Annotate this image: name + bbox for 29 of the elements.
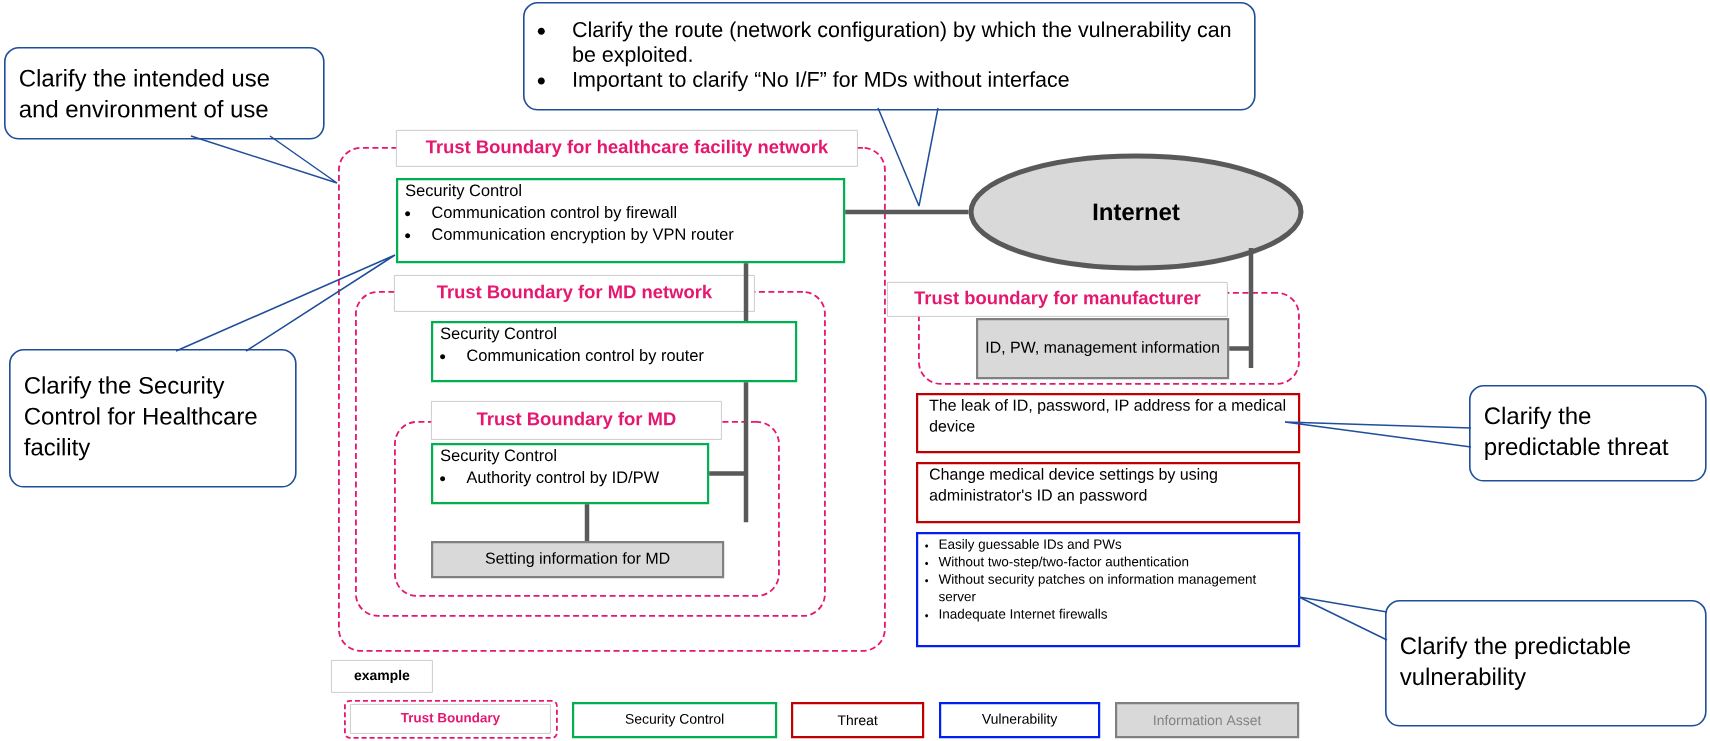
threat-box: The leak of ID, password, IP address for a medical device [916, 393, 1301, 454]
legend-title: example [331, 660, 433, 693]
leader-line [175, 254, 396, 352]
callout-box: Clarify the predictable threat [1469, 385, 1707, 482]
information-asset-box: ID, PW, management information [976, 318, 1230, 380]
leader-line [190, 135, 338, 184]
legend-item: Trust Boundary [344, 700, 558, 739]
callout-box: Clarify the predictable vulnerability [1385, 600, 1707, 727]
threat-box: Change medical device settings by using administrator's ID an password [916, 462, 1301, 524]
leader-line [1298, 596, 1388, 641]
legend-item: Information Asset [1115, 702, 1300, 739]
network-line [845, 209, 969, 215]
legend-item: Security Control [572, 702, 778, 739]
information-asset-box: Setting information for MD [431, 541, 725, 579]
network-line [1226, 245, 1256, 371]
network-line [584, 504, 590, 541]
leader-line [877, 107, 939, 207]
security-control-box: Security Control Authority control by ID/PW [431, 443, 710, 505]
network-line [706, 379, 751, 525]
callout-box: Clarify the Security Control for Healthcare facility [9, 349, 297, 488]
callout-box: Clarify the intended use and environment of use [4, 47, 325, 140]
security-control-box: Security Control Communication control by router [431, 321, 798, 383]
vulnerability-box: Easily guessable IDs and PWs Without two-step/two-factor authentication Without security patches on information management server Inadequate Internet firewalls [916, 532, 1301, 648]
legend-item: Threat [791, 702, 925, 739]
network-line [743, 263, 749, 321]
leader-line [1284, 421, 1472, 448]
callout-box: Clarify the route (network configuration) by which the vulnerability can be exploited. Important to clarify “No I/F” for MDs without interface [523, 2, 1256, 111]
security-control-box: Security Control Communication control by firewall Communication encryption by VPN router [396, 178, 846, 264]
legend-item: Vulnerability [939, 702, 1101, 739]
